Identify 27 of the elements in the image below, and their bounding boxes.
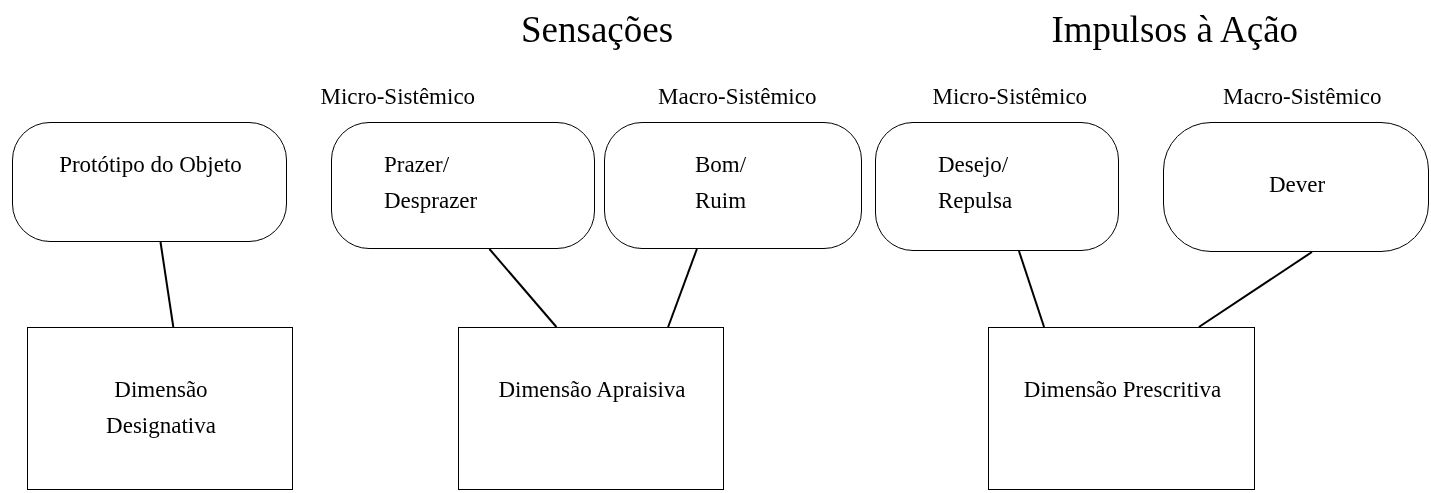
dimension-box	[988, 327, 1255, 490]
connector-line	[488, 248, 558, 328]
column-heading: Macro-Sistêmico	[658, 84, 817, 110]
column-heading: Macro-Sistêmico	[1223, 84, 1382, 110]
node-text: Dimensão Prescritiva	[1022, 376, 1223, 404]
dimension-box	[27, 327, 293, 490]
section-heading: Impulsos à Ação	[1051, 8, 1299, 51]
column-heading: Micro-Sistêmico	[320, 84, 476, 110]
section-heading: Sensações	[521, 8, 674, 51]
node-text: Prazer/ Desprazer	[384, 151, 479, 215]
column-heading: Micro-Sistêmico	[932, 84, 1088, 110]
node-text: Desejo/ Repulsa	[938, 151, 1014, 215]
node-text: Dever	[1267, 171, 1327, 199]
node-text: Protótipo do Objeto	[58, 151, 243, 179]
rounded-box	[875, 122, 1119, 251]
rounded-box	[1163, 122, 1429, 252]
rounded-box	[604, 122, 862, 249]
connector-line	[159, 241, 175, 328]
dimension-box	[458, 327, 724, 490]
node-text: Dimensão Apraisiva	[497, 376, 687, 404]
rounded-box	[12, 122, 287, 242]
node-text: Dimensão Designativa	[105, 376, 217, 440]
connector-line	[667, 248, 698, 328]
connector-line	[1197, 251, 1313, 328]
rounded-box	[331, 122, 595, 249]
connector-line	[1017, 250, 1046, 328]
node-text: Bom/ Ruim	[695, 151, 748, 215]
